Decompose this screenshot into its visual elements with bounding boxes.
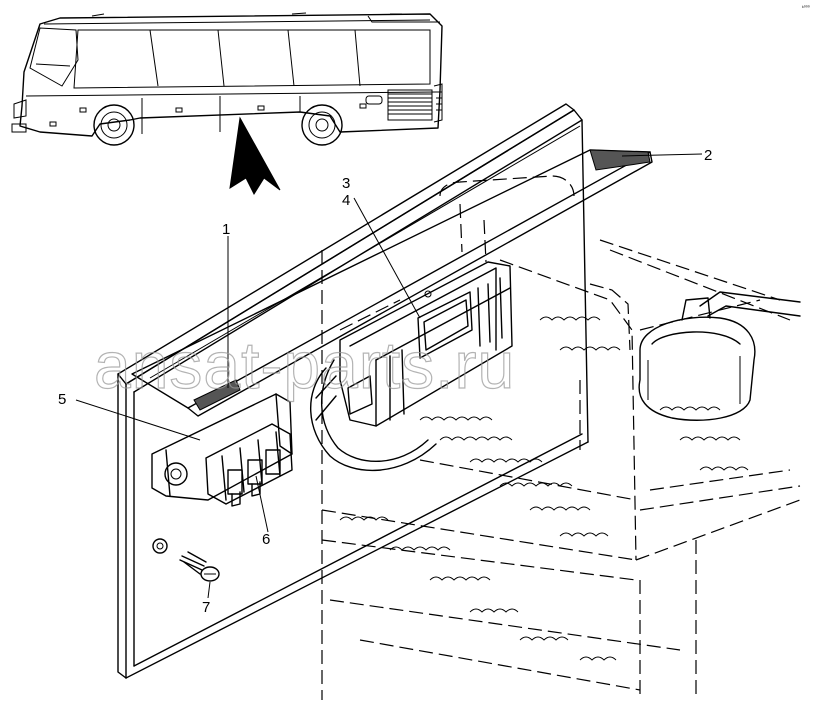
callout-4: 4 xyxy=(342,192,350,209)
callout-5: 5 xyxy=(58,391,66,408)
part-5-bracket xyxy=(151,393,293,501)
part-7-screw xyxy=(152,538,220,582)
hidden-structure-dashed xyxy=(321,175,801,700)
callout-1: 1 xyxy=(222,221,230,238)
corner-code: ᵏ⁰⁰⁰ xyxy=(802,5,810,11)
bus-illustration xyxy=(11,12,443,146)
floor-mat-pattern xyxy=(339,316,749,661)
mounting-panel xyxy=(117,103,589,679)
watermark-text: ansat-parts.ru xyxy=(94,328,515,402)
callout-2: 2 xyxy=(704,147,712,164)
filler-cap xyxy=(638,291,801,421)
front-wheel xyxy=(93,104,135,146)
part-6-connector xyxy=(205,423,293,507)
callout-7: 7 xyxy=(202,599,210,616)
callout-3: 3 xyxy=(342,175,350,192)
engine-grille xyxy=(387,89,433,121)
location-arrow xyxy=(229,116,281,196)
callout-leaders xyxy=(75,153,703,599)
part-3-4-control-unit xyxy=(309,261,513,472)
rear-wheel xyxy=(301,104,343,146)
callout-6: 6 xyxy=(262,531,270,548)
